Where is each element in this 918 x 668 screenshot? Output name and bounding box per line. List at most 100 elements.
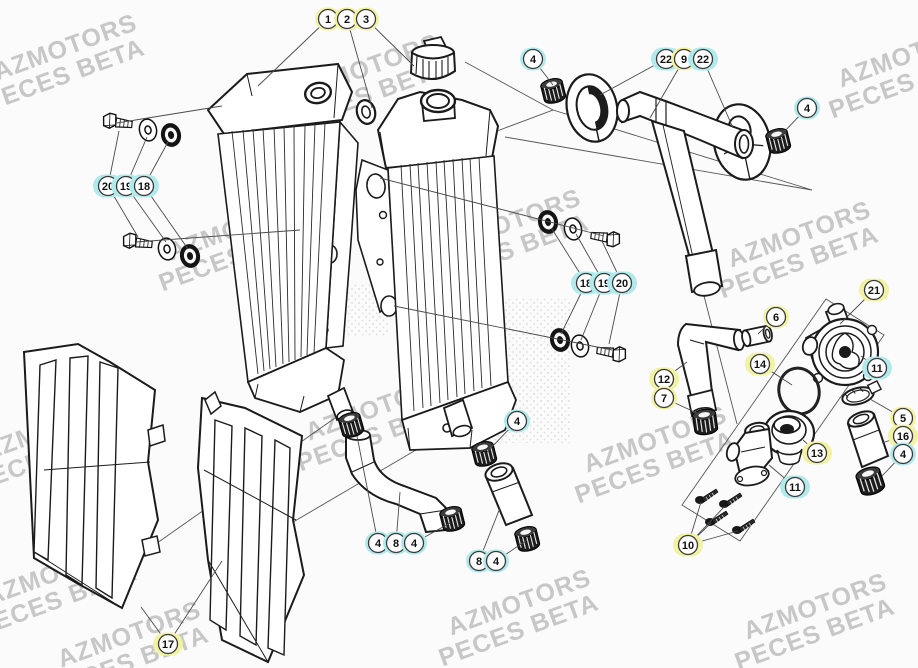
callout-3[interactable]: 3 — [353, 7, 379, 31]
band-clamp — [841, 380, 882, 406]
callout-number: 19 — [120, 181, 132, 193]
callout-number: 11 — [871, 363, 883, 375]
callout-number: 4 — [411, 538, 418, 550]
callout-14[interactable]: 14 — [745, 352, 775, 376]
radiator-left — [206, 62, 359, 422]
seal-disc-left — [565, 73, 619, 143]
callout-circle — [765, 306, 787, 328]
callout-number: 4 — [900, 449, 907, 461]
callout-number: 21 — [868, 285, 880, 297]
callout-11[interactable]: 11 — [780, 475, 810, 499]
callout-circle — [796, 97, 818, 119]
callout-4[interactable]: 4 — [890, 442, 916, 466]
callout-circle — [485, 550, 507, 572]
callout-number: 1 — [325, 14, 331, 26]
callout-number: 8 — [476, 556, 482, 568]
rubber-tube — [846, 410, 890, 469]
callout-circle — [133, 175, 155, 197]
callout-number: 16 — [897, 431, 909, 443]
radiator-right — [355, 88, 517, 451]
callout-22[interactable]: 22 — [688, 47, 718, 71]
callout-4[interactable]: 4 — [520, 47, 546, 71]
callout-number: 20 — [616, 278, 628, 290]
callout-number: 8 — [393, 538, 399, 550]
callout-number: 7 — [661, 393, 667, 405]
callout-number: 4 — [514, 416, 521, 428]
callout-leader-line — [167, 560, 223, 645]
callout-4[interactable]: 4 — [401, 531, 427, 555]
callout-number: 20 — [102, 181, 114, 193]
small-pipe — [741, 324, 773, 348]
callout-16[interactable]: 16 — [888, 424, 918, 448]
louver-guard-right — [196, 390, 306, 664]
callout-circle — [355, 8, 377, 30]
hose-clamp — [513, 524, 542, 554]
callout-circle — [692, 48, 714, 70]
callout-number: 9 — [681, 54, 687, 66]
callout-circle — [806, 442, 828, 464]
callout-number: 18 — [138, 181, 150, 193]
callout-10[interactable]: 10 — [673, 533, 703, 557]
callout-circle — [866, 357, 888, 379]
callout-leader-line — [257, 18, 329, 87]
callout-21[interactable]: 21 — [859, 278, 889, 302]
elbow-hose — [676, 322, 745, 419]
callout-circle — [653, 387, 675, 409]
callout-number: 4 — [530, 54, 537, 66]
callout-6[interactable]: 6 — [763, 305, 789, 329]
callout-18[interactable]: 18 — [129, 174, 159, 198]
o-ring — [777, 366, 821, 416]
callout-number: 3 — [363, 14, 369, 26]
t-pipe — [616, 90, 754, 297]
callout-circle — [677, 534, 699, 556]
radiator-cap — [409, 35, 457, 80]
callout-4[interactable]: 4 — [504, 409, 530, 433]
callout-number: 19 — [598, 278, 610, 290]
water-pump-housing — [801, 302, 880, 387]
callout-number: 4 — [375, 538, 382, 550]
callout-circle — [506, 410, 528, 432]
callout-number: 11 — [789, 482, 801, 494]
callout-circle — [522, 48, 544, 70]
callout-number: 4 — [493, 556, 500, 568]
hose-clamp — [853, 463, 887, 499]
callout-20[interactable]: 20 — [607, 271, 637, 295]
callout-leader-line — [346, 18, 373, 109]
callout-number: 14 — [754, 359, 767, 371]
callout-circle — [863, 279, 885, 301]
callout-5[interactable]: 5 — [890, 406, 916, 430]
callout-8[interactable]: 8 — [383, 531, 409, 555]
callout-number: 2 — [344, 14, 350, 26]
callout-leader-line — [356, 435, 379, 544]
callout-number: 10 — [682, 540, 694, 552]
hardware-axis-lines — [116, 105, 613, 351]
callout-number: 4 — [804, 103, 811, 115]
callout-17[interactable]: 17 — [153, 632, 183, 656]
callout-11[interactable]: 11 — [862, 356, 892, 380]
callout-number: 6 — [773, 312, 779, 324]
callout-4[interactable]: 4 — [794, 96, 820, 120]
callout-number: 5 — [900, 413, 906, 425]
callout-circle — [892, 443, 914, 465]
thermostat-cover — [725, 421, 774, 487]
callout-circle — [403, 532, 425, 554]
thermostat — [762, 409, 816, 466]
filler-neck — [419, 88, 457, 122]
connector-pipe — [484, 462, 534, 527]
callout-4[interactable]: 4 — [365, 531, 391, 555]
callout-4[interactable]: 4 — [483, 549, 509, 573]
callout-circle — [611, 272, 633, 294]
callout-number: 12 — [658, 374, 670, 386]
callout-number: 13 — [811, 448, 823, 460]
callout-7[interactable]: 7 — [651, 386, 677, 410]
pump-screws — [694, 488, 756, 535]
callout-13[interactable]: 13 — [802, 441, 832, 465]
